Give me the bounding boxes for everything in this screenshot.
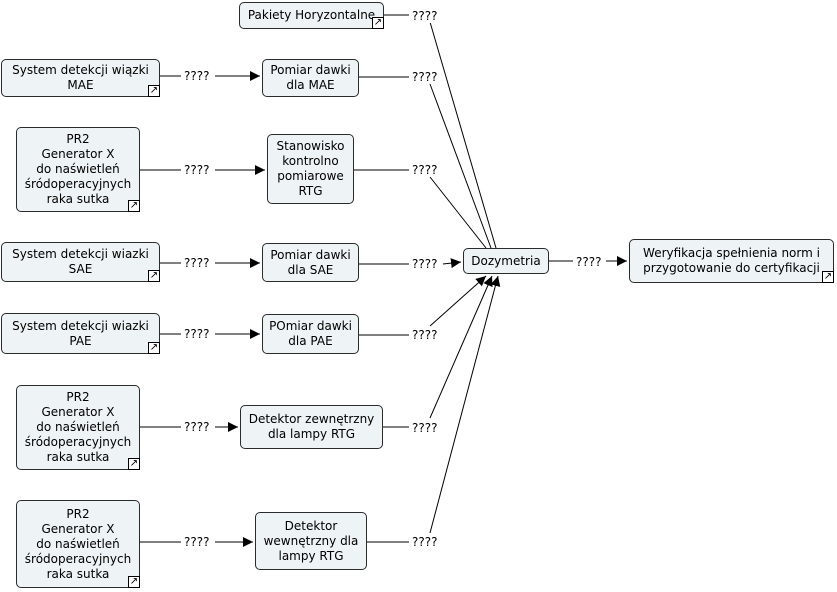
node-pr2-generator-3[interactable]: PR2 Generator X do naświetleń śródoperac… bbox=[16, 500, 140, 588]
node-pomiar-dawki-pae: POmiar dawki dla PAE bbox=[262, 314, 359, 354]
node-stanowisko-kontrolno-pomiarowe: Stanowisko kontrolno pomiarowe RTG bbox=[267, 134, 354, 204]
arrow-up-right-icon[interactable]: ↗ bbox=[148, 342, 160, 354]
node-dozymetria: Dozymetria bbox=[463, 248, 549, 274]
arrow-up-right-icon[interactable]: ↗ bbox=[822, 271, 834, 283]
edge-label-pr2-2: ???? bbox=[183, 420, 211, 434]
arrow-up-right-icon[interactable]: ↗ bbox=[148, 270, 160, 282]
node-system-detekcji-pae[interactable]: System detekcji wiazki PAE ↗ bbox=[1, 313, 160, 354]
edge-det-zew-b bbox=[429, 275, 493, 419]
node-detektor-zewnetrzny: Detektor zewnętrzny dla lampy RTG bbox=[240, 405, 383, 449]
edge-label-sys-pae: ???? bbox=[183, 327, 211, 341]
edge-stanowisko-b bbox=[429, 176, 487, 249]
edge-pomiar-sae-b bbox=[442, 258, 462, 269]
edge-label-sys-mae: ???? bbox=[183, 69, 211, 83]
edge-label-dozymetria: ???? bbox=[575, 255, 603, 269]
node-weryfikacja[interactable]: Weryfikacja spełnienia norm i przygotowa… bbox=[629, 239, 834, 283]
edge-label-det-wew: ???? bbox=[411, 535, 439, 549]
node-system-detekcji-sae[interactable]: System detekcji wiazki SAE ↗ bbox=[1, 242, 160, 282]
edge-label-sys-sae: ???? bbox=[183, 256, 211, 270]
edge-label-pr2-3: ???? bbox=[183, 535, 211, 549]
edge-pakiety-b bbox=[429, 21, 497, 249]
edge-det-wew-b bbox=[429, 275, 501, 534]
node-pr2-generator-2[interactable]: PR2 Generator X do naświetleń śródoperac… bbox=[16, 385, 140, 470]
node-system-detekcji-mae[interactable]: System detekcji wiązki MAE ↗ bbox=[1, 59, 160, 97]
arrow-up-right-icon[interactable]: ↗ bbox=[128, 458, 140, 470]
edge-label-pomiar-pae: ???? bbox=[411, 328, 439, 342]
edge-label-stanowisko: ???? bbox=[411, 163, 439, 177]
edge-label-pomiar-sae: ???? bbox=[411, 257, 439, 271]
arrow-up-right-icon[interactable]: ↗ bbox=[128, 576, 140, 588]
edge-label-pakiety: ???? bbox=[411, 9, 439, 23]
arrow-up-right-icon[interactable]: ↗ bbox=[372, 17, 384, 29]
edge-label-det-zew: ???? bbox=[411, 421, 439, 435]
edge-label-pr2-1: ???? bbox=[183, 163, 211, 177]
node-pr2-generator-1[interactable]: PR2 Generator X do naświetleń śródoperac… bbox=[16, 127, 140, 212]
edge-pomiar-pae-b bbox=[429, 275, 487, 327]
node-detektor-wewnetrzny: Detektor wewnętrzny dla lampy RTG bbox=[255, 512, 367, 570]
edge-pomiar-mae-b bbox=[429, 83, 492, 249]
node-pakiety-horyzontalne[interactable]: Pakiety Horyzontalne ↗ bbox=[239, 2, 384, 29]
arrow-up-right-icon[interactable]: ↗ bbox=[148, 85, 160, 97]
node-pomiar-dawki-sae: Pomiar dawki dla SAE bbox=[262, 243, 359, 282]
edge-label-pomiar-mae: ???? bbox=[411, 70, 439, 84]
node-pomiar-dawki-mae: Pomiar dawki dla MAE bbox=[262, 59, 359, 97]
arrow-up-right-icon[interactable]: ↗ bbox=[128, 200, 140, 212]
